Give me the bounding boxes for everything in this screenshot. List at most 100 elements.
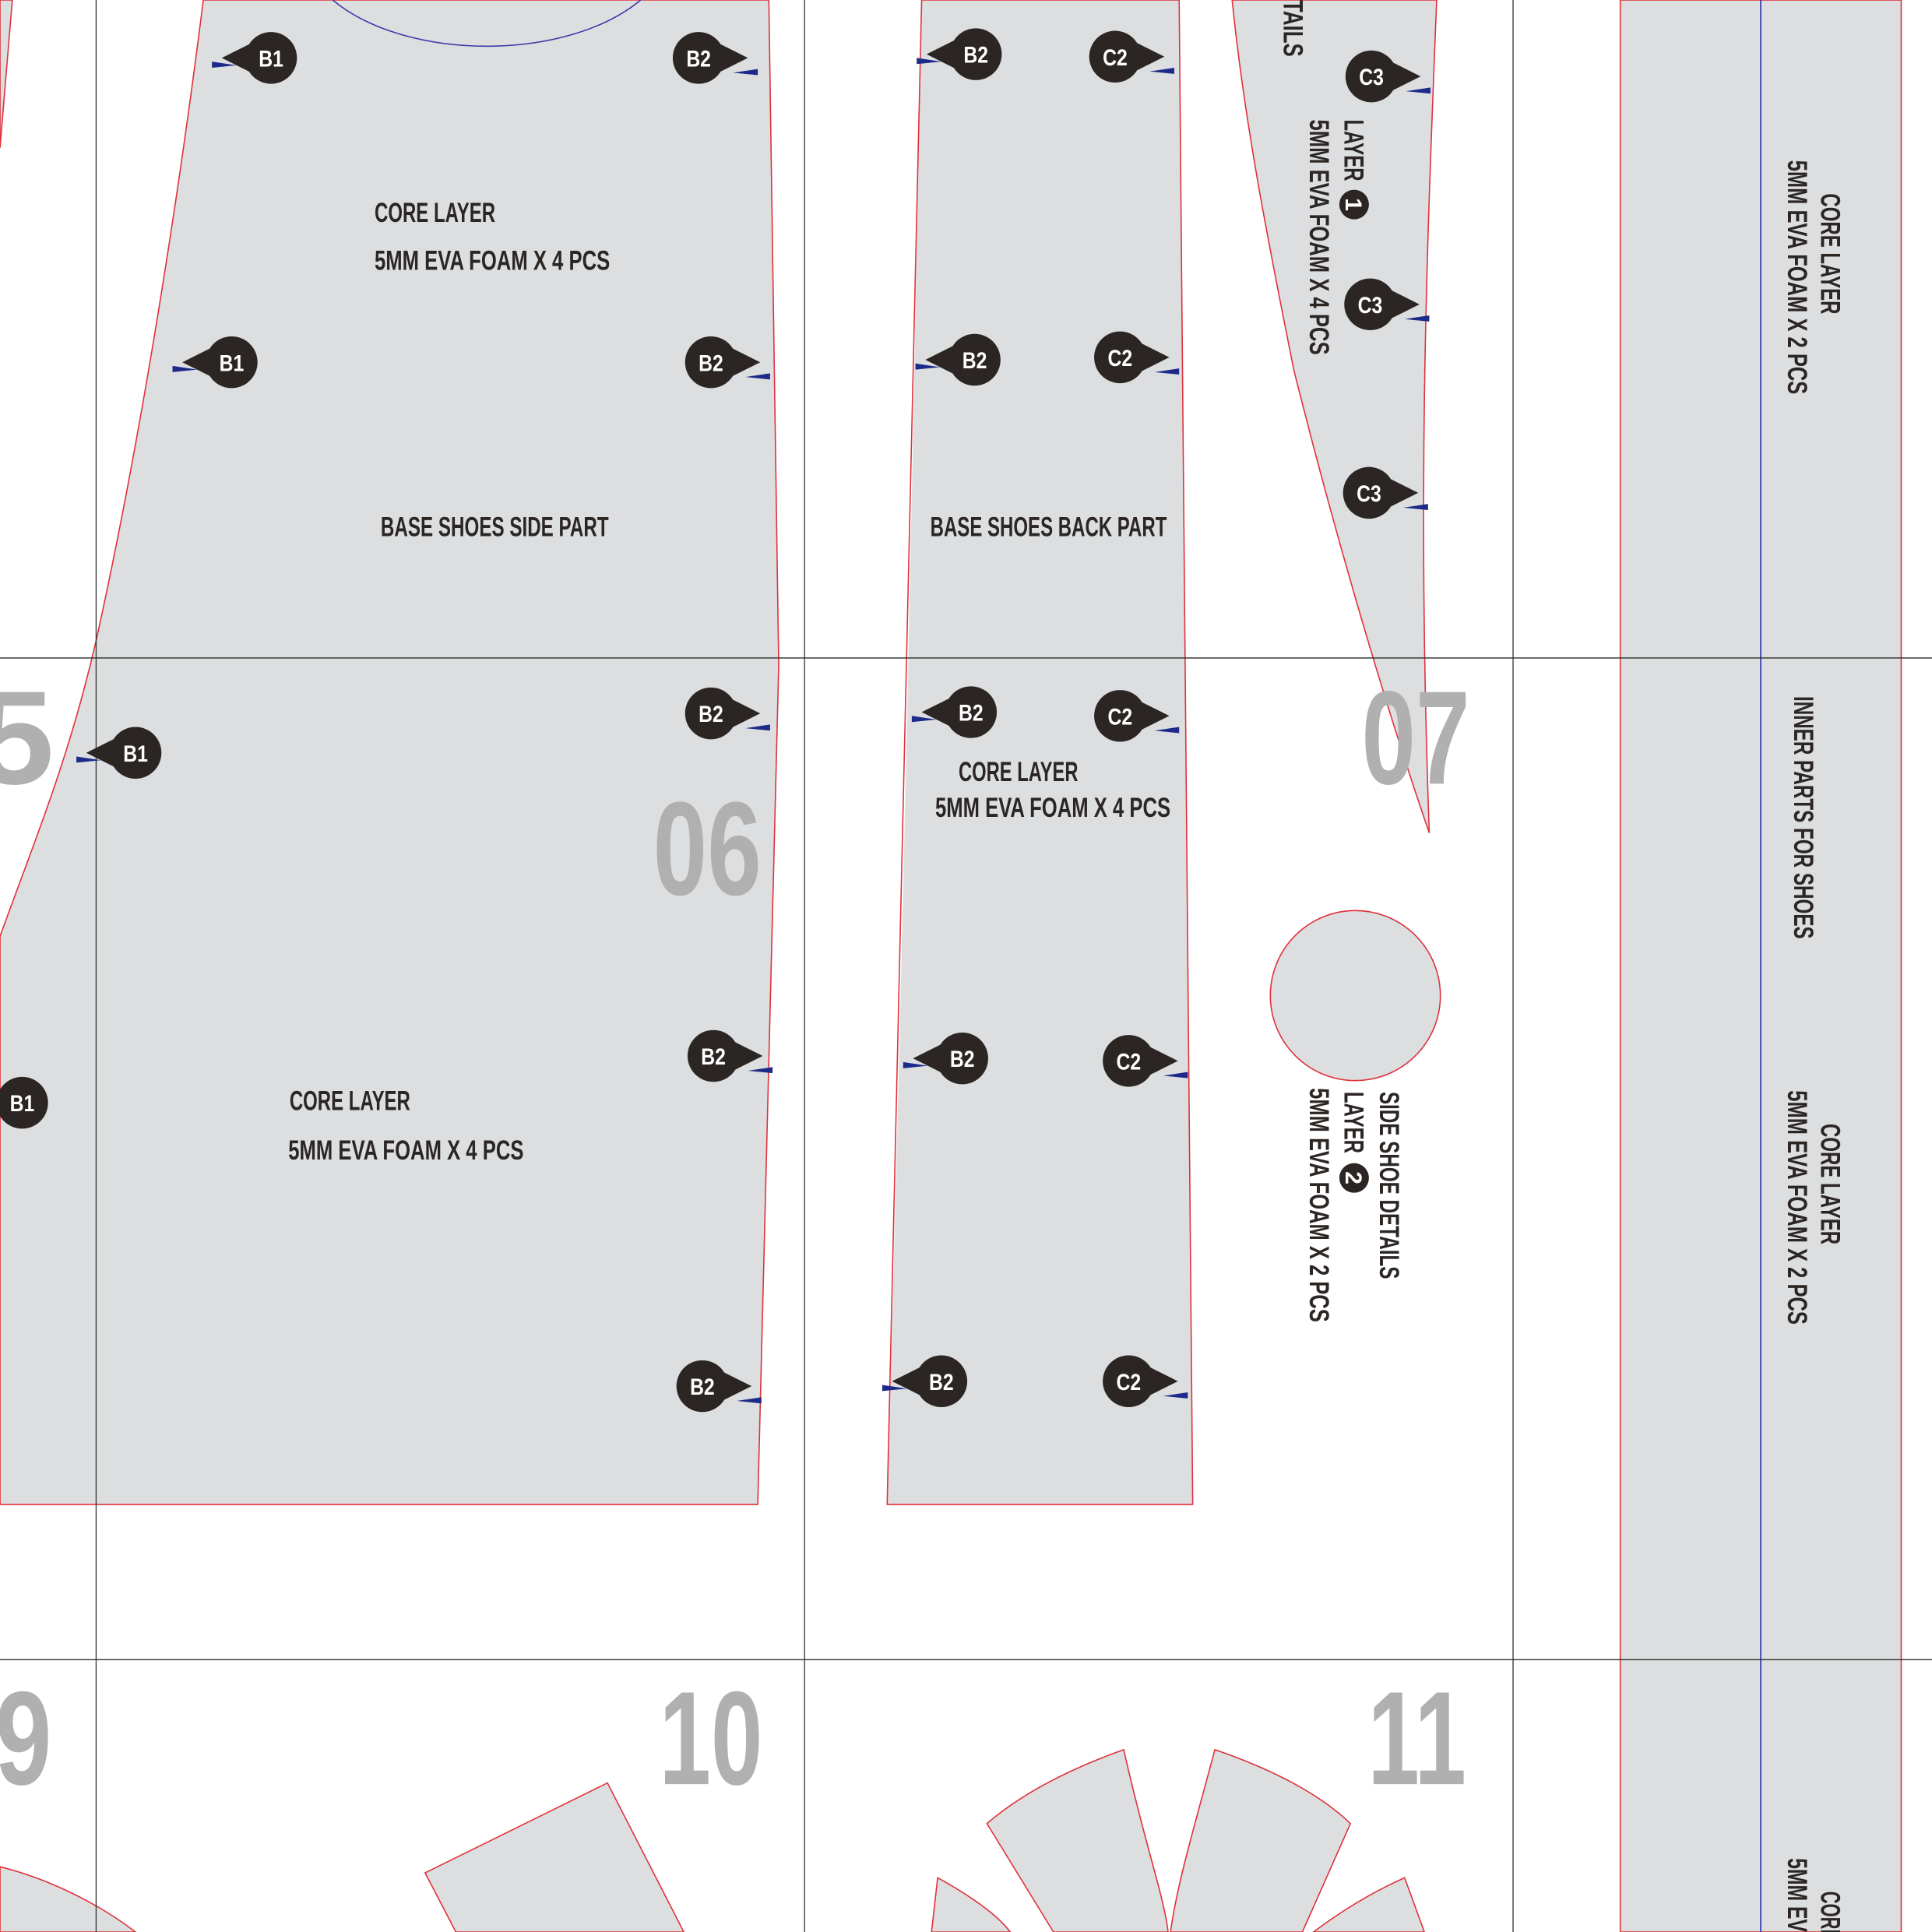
notch-mark: [737, 1397, 762, 1404]
notch-mark: [1406, 87, 1431, 94]
alignment-marker: C2: [1103, 1355, 1178, 1407]
alignment-marker: B1: [182, 336, 258, 389]
marker-label: C2: [1107, 704, 1132, 730]
alignment-marker: C2: [1094, 690, 1170, 742]
alignment-marker: C3: [1345, 50, 1421, 103]
layer2-foam-label: 5MM EVA FOAM X 2 PCS: [1304, 1088, 1334, 1322]
layer-number-badge: [1339, 189, 1369, 220]
notch-mark: [915, 363, 941, 370]
alignment-marker: B1: [86, 727, 162, 779]
marker-pointer-icon: [926, 35, 964, 73]
alignment-marker: C2: [1089, 30, 1165, 83]
marker-pointer-icon: [714, 1367, 752, 1405]
marker-label: B2: [690, 1374, 715, 1400]
marker-pointer-icon: [1141, 1042, 1178, 1080]
notch-mark: [1403, 504, 1428, 511]
alignment-marker: B2: [892, 1355, 968, 1407]
alignment-marker: B2: [676, 1360, 752, 1413]
marker-pointer-icon: [921, 693, 959, 731]
side-part-arc: [332, 0, 642, 48]
alignment-marker: B2: [687, 1029, 763, 1082]
alignment-marker: C3: [1343, 466, 1419, 519]
notch-mark: [733, 69, 758, 76]
marker-label: C3: [1358, 293, 1383, 318]
page-number-09: 9: [0, 1664, 51, 1813]
petal-piece: [1312, 1877, 1425, 1932]
marker-pointer-icon: [1383, 58, 1421, 95]
back-part-piece: [886, 0, 1194, 1505]
marker-label: B1: [259, 46, 283, 72]
marker-pointer-icon: [1382, 286, 1420, 323]
notch-mark: [212, 62, 237, 69]
marker-pointer-icon: [723, 343, 761, 381]
notch-mark: [911, 716, 937, 723]
side-details-title-partial: TAILS: [1278, 0, 1308, 57]
marker-pointer-icon: [725, 1037, 763, 1075]
alignment-marker: B2: [926, 28, 1002, 80]
alignment-marker: B2: [921, 686, 998, 738]
side-details-layer2-piece: [1269, 910, 1441, 1082]
marker-label: B2: [701, 1044, 726, 1070]
marker-label: C3: [1359, 65, 1384, 90]
page-number-07: 07: [1361, 663, 1469, 812]
marker-label: B2: [963, 43, 988, 69]
side-part-foam-label: 5MM EVA FOAM X 4 PCS: [375, 246, 610, 276]
notch-mark: [1404, 315, 1430, 322]
strip-foam-label-3: 5MM EV: [1782, 1858, 1812, 1932]
marker-label: B2: [929, 1370, 954, 1395]
layer1-label: LAYER: [1338, 119, 1368, 181]
alignment-marker: B2: [684, 336, 761, 389]
marker-label: B2: [699, 702, 723, 727]
notch-marks: [76, 58, 1431, 1404]
bottom-rect-piece: [424, 1782, 685, 1932]
layer2-number: 2: [1340, 1171, 1366, 1184]
marker-pointer-icon: [710, 39, 748, 77]
notch-mark: [903, 1061, 928, 1068]
notch-mark: [1154, 368, 1180, 375]
page-number-11: 11: [1367, 1664, 1466, 1813]
marker-label: B1: [220, 350, 245, 376]
left-edge-piece: [0, 0, 13, 148]
side-details-layer1-piece: [1231, 0, 1438, 833]
marker-pointer-icon: [913, 1040, 950, 1077]
marker-pointer-icon: [182, 343, 220, 381]
marker-pointer-icon: [1381, 474, 1419, 512]
marker-pointer-icon: [1141, 1362, 1178, 1400]
notch-mark: [882, 1385, 907, 1392]
strip-foam-label-2: 5MM EVA FOAM X 2 PCS: [1782, 1090, 1812, 1325]
notch-mark: [76, 756, 101, 763]
marker-pointer-icon: [86, 734, 124, 772]
notch-mark: [172, 365, 198, 372]
marker-label: B1: [123, 741, 148, 767]
petal-piece: [986, 1748, 1169, 1932]
layer1-number: 1: [1340, 198, 1366, 211]
marker-label: B2: [959, 701, 984, 727]
side-details-title: SIDE SHOE DETAILS: [1374, 1092, 1404, 1279]
marker-label: C2: [1117, 1370, 1142, 1395]
alignment-marker: B1: [0, 1076, 48, 1129]
marker-pointer-icon: [1127, 38, 1165, 76]
page-number-06: 06: [653, 775, 762, 924]
alignment-marker: C2: [1094, 331, 1170, 384]
back-part-name: BASE SHOES BACK PART: [931, 512, 1167, 542]
marker-pointer-icon: [1132, 339, 1170, 376]
strip-core-label-1: CORE LAYER: [1815, 193, 1846, 314]
petal-piece: [931, 1877, 1012, 1932]
notch-mark: [1149, 68, 1174, 74]
layer2-label: LAYER: [1338, 1092, 1368, 1153]
side-part-foam-label-2: 5MM EVA FOAM X 4 PCS: [288, 1135, 523, 1166]
side-part-piece: [0, 0, 779, 1505]
alignment-marker: C3: [1344, 278, 1420, 331]
marker-label: B2: [950, 1047, 975, 1072]
notch-mark: [1154, 727, 1180, 734]
back-part-core-label: CORE LAYER: [959, 757, 1078, 787]
bottom-arc-piece: [0, 1866, 137, 1932]
notch-mark: [748, 1067, 773, 1074]
marker-badge: [0, 1076, 48, 1129]
notch-mark: [917, 58, 941, 65]
marker-pointer-icon: [892, 1362, 930, 1400]
side-part-core-label: CORE LAYER: [375, 198, 495, 228]
alignment-marker: B2: [684, 687, 761, 740]
notch-mark: [745, 724, 770, 731]
